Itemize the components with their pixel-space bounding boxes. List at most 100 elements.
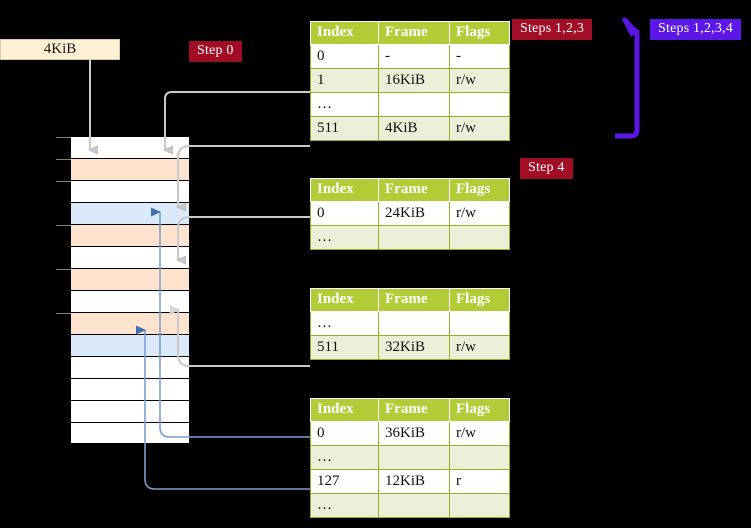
cell-frame	[378, 225, 450, 250]
cell-index: 0	[310, 421, 379, 446]
cell-index: 0	[310, 44, 379, 69]
cell-frame	[378, 445, 450, 470]
memory-frame-row	[70, 290, 190, 312]
cell-frame: 24KiB	[378, 201, 450, 226]
table-header-row: Index Frame Flags	[310, 178, 510, 202]
column-header-flags: Flags	[449, 398, 510, 422]
cell-flags	[449, 225, 510, 250]
cell-flags: r/w	[449, 116, 510, 141]
memory-frame-row	[56, 180, 190, 202]
cell-frame	[378, 92, 450, 117]
column-header-index: Index	[310, 288, 379, 312]
cell-flags: r	[449, 469, 510, 494]
cell-index: 0	[310, 201, 379, 226]
memory-row-tick	[56, 225, 71, 226]
cell-flags	[449, 493, 510, 518]
cell-frame: 16KiB	[378, 68, 450, 93]
table-row: …	[310, 311, 510, 336]
memory-frame-row	[56, 312, 190, 334]
memory-frame-row	[70, 334, 190, 356]
cell-frame	[378, 493, 450, 518]
cell-flags	[449, 92, 510, 117]
memory-row-tick	[56, 181, 71, 182]
table-row: …	[310, 92, 510, 117]
cell-flags	[449, 445, 510, 470]
cell-index: 1	[310, 68, 379, 93]
memory-frame-row	[70, 356, 190, 378]
column-header-flags: Flags	[449, 288, 510, 312]
badge-steps-1-2-3: Steps 1,2,3	[512, 19, 593, 40]
table-header-row: Index Frame Flags	[310, 398, 510, 422]
column-header-frame: Frame	[378, 398, 450, 422]
wire-table0-row511-to-memory	[178, 145, 310, 207]
cell-index: 511	[310, 335, 379, 360]
cell-frame: 36KiB	[378, 421, 450, 446]
cell-index: …	[310, 311, 379, 336]
cell-index: …	[310, 92, 379, 117]
memory-frame-row	[70, 400, 190, 422]
wire-table2-to-memory	[178, 310, 310, 367]
memory-frame-row	[56, 224, 190, 246]
column-header-index: Index	[310, 21, 379, 45]
size-box-4kib: 4KiB	[0, 39, 120, 60]
memory-row-tick	[56, 137, 71, 138]
table-row: …	[310, 445, 510, 470]
cell-frame: 4KiB	[378, 116, 450, 141]
cell-flags: r/w	[449, 335, 510, 360]
cell-frame	[378, 311, 450, 336]
memory-frame-row	[70, 246, 190, 268]
table-header-row: Index Frame Flags	[310, 288, 510, 312]
column-header-frame: Frame	[378, 21, 450, 45]
badge-step-0: Step 0	[189, 41, 242, 62]
memory-row-tick	[56, 269, 71, 270]
cell-frame: 12KiB	[378, 469, 450, 494]
table-row: …	[310, 225, 510, 250]
column-header-frame: Frame	[378, 178, 450, 202]
badge-steps-1-2-3-4: Steps 1,2,3,4	[650, 19, 741, 40]
arrow-steps-1-2-3-4	[615, 17, 640, 139]
column-header-index: Index	[310, 178, 379, 202]
badge-step-4: Step 4	[520, 158, 573, 179]
table-row: 0--	[310, 44, 510, 69]
table-header-row: Index Frame Flags	[310, 21, 510, 45]
cell-index: …	[310, 493, 379, 518]
memory-row-tick	[56, 159, 71, 160]
cell-flags: r/w	[449, 68, 510, 93]
column-header-flags: Flags	[449, 178, 510, 202]
cell-index: …	[310, 445, 379, 470]
memory-row-tick	[56, 313, 71, 314]
memory-frame-row	[70, 422, 190, 444]
table-row: …	[310, 493, 510, 518]
cell-flags	[449, 311, 510, 336]
cell-frame: 32KiB	[378, 335, 450, 360]
column-header-frame: Frame	[378, 288, 450, 312]
cell-index: 127	[310, 469, 379, 494]
cell-frame: -	[378, 44, 450, 69]
cell-flags: -	[449, 44, 510, 69]
cell-index: 511	[310, 116, 379, 141]
cell-flags: r/w	[449, 201, 510, 226]
cell-index: …	[310, 225, 379, 250]
memory-frame-row	[56, 268, 190, 290]
wire-table1-to-memory	[178, 216, 310, 260]
column-header-flags: Flags	[449, 21, 510, 45]
physical-memory-column	[56, 136, 190, 444]
column-header-index: Index	[310, 398, 379, 422]
memory-frame-row	[56, 136, 190, 158]
memory-frame-row	[70, 378, 190, 400]
